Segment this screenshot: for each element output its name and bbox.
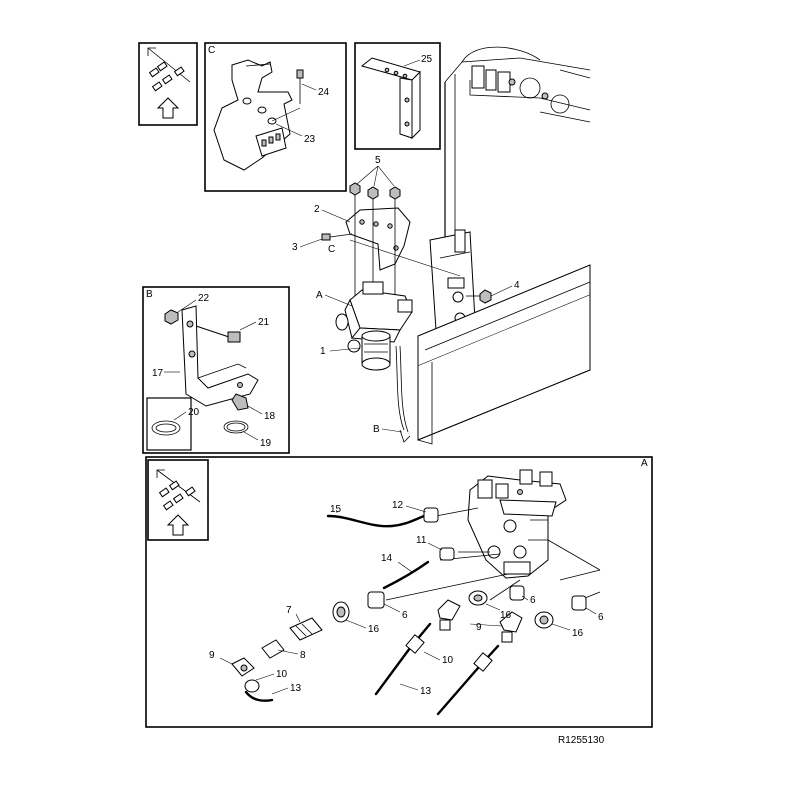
inset-a-label: A: [641, 458, 648, 469]
valve-bracket-assembly: [321, 182, 492, 443]
callout-18: 18: [264, 411, 276, 422]
callout-10-right: 10: [442, 655, 454, 666]
callout-5: 5: [375, 155, 381, 166]
callout-9-right: 9: [476, 622, 482, 633]
callout-22: 22: [198, 293, 210, 304]
callout-4: 4: [514, 280, 520, 291]
callout-16-left: 16: [368, 624, 380, 635]
callout-16-mid: 16: [500, 610, 512, 621]
callout-6-mid: 6: [530, 595, 536, 606]
callout-14: 14: [381, 553, 393, 564]
inset-c-bracket-detail: C 24 23: [204, 42, 347, 192]
callout-12: 12: [392, 500, 404, 511]
callout-20: 20: [188, 407, 200, 418]
callout-10-left: 10: [276, 669, 288, 680]
callout-6-right: 6: [598, 612, 604, 623]
callout-21: 21: [258, 317, 270, 328]
callouts-top: 5 2 3 C 4 A 1 B: [292, 155, 520, 435]
callout-1: 1: [320, 346, 326, 357]
inset-bracket-25: 25: [354, 42, 441, 150]
callout-2: 2: [314, 204, 320, 215]
callout-13-left: 13: [290, 683, 302, 694]
callout-17: 17: [152, 368, 164, 379]
callout-b: B: [373, 424, 380, 435]
inset-c-label: C: [208, 45, 215, 56]
chassis-frame: [417, 46, 591, 445]
callout-13-right: 13: [420, 686, 432, 697]
callout-8: 8: [300, 650, 306, 661]
callout-9-left: 9: [209, 650, 215, 661]
callout-25: 25: [421, 54, 433, 65]
callout-c: C: [328, 244, 335, 255]
fitting-orientation-icon: [147, 459, 209, 541]
callout-a: A: [316, 290, 323, 301]
callout-16-right: 16: [572, 628, 584, 639]
inset-a-fitting-detail: A: [145, 456, 653, 728]
callout-3: 3: [292, 242, 298, 253]
callout-23: 23: [304, 134, 316, 145]
callout-7: 7: [286, 605, 292, 616]
callout-11: 11: [416, 535, 427, 546]
callout-19: 19: [260, 438, 272, 449]
inset-b-bracket-detail: B 22 21 17 18 19 20: [142, 286, 290, 454]
callout-15: 15: [330, 504, 342, 515]
drawing-number: R1255130: [558, 735, 605, 746]
inset-b-label: B: [146, 289, 153, 300]
callout-6-left: 6: [402, 610, 408, 621]
fitting-orientation-icon: [138, 42, 198, 126]
callout-24: 24: [318, 87, 330, 98]
